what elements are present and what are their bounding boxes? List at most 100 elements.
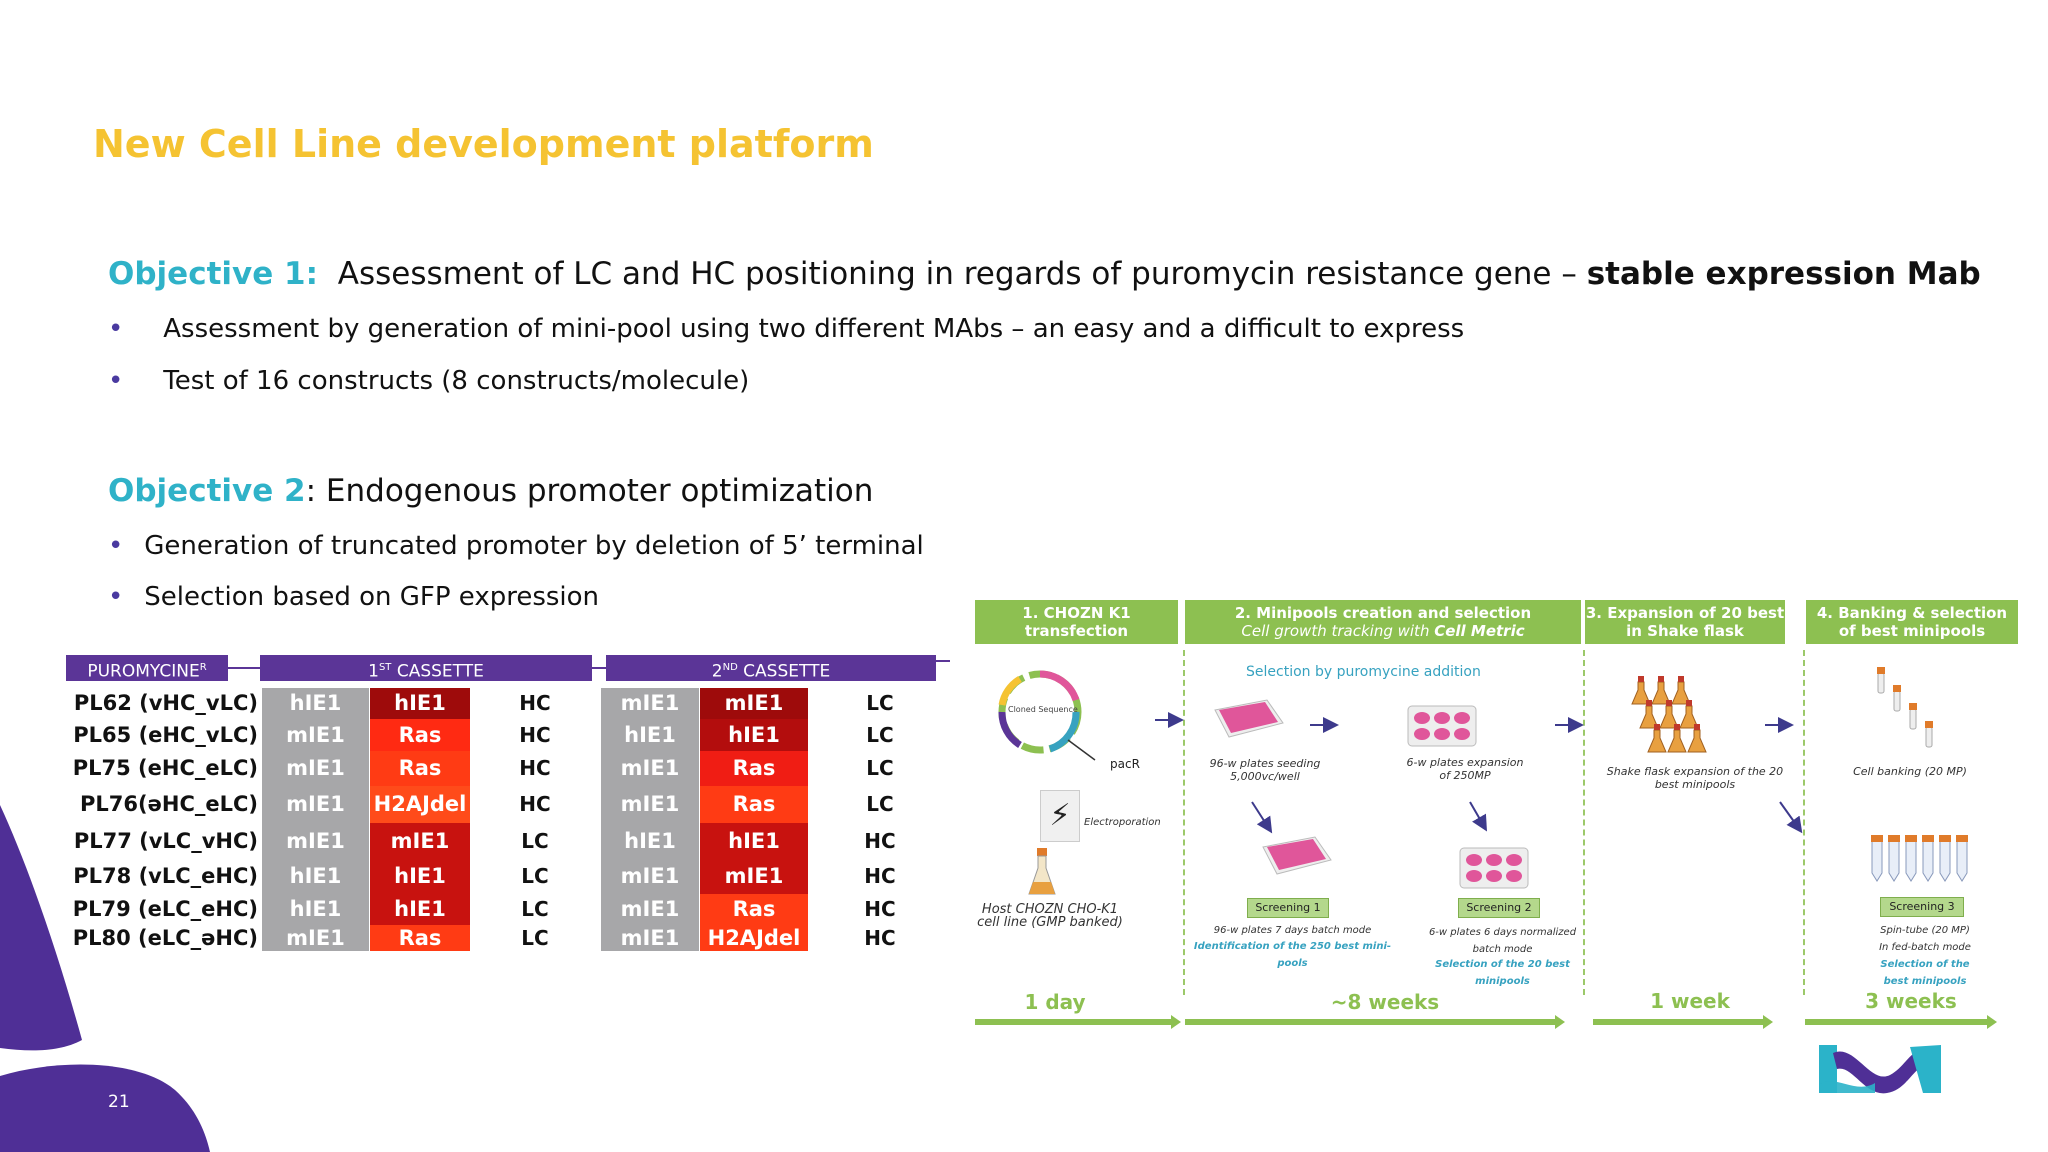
- screening-2-badge: Screening 2: [1458, 898, 1540, 918]
- cassette-1-text: CASSETTE: [391, 661, 484, 682]
- bullet-text: Assessment by generation of mini-pool us…: [163, 314, 1465, 344]
- selection-note: Selection by puromycine addition: [1246, 664, 1481, 680]
- screening-2-result-line-2: minipools: [1475, 976, 1530, 987]
- cassette-2-promoter-a: mIE1: [601, 925, 699, 951]
- screening-3-badge: Screening 3: [1880, 897, 1964, 917]
- host-cell-line: Host CHOZN CHO-K1 cell line (GMP banked): [965, 903, 1135, 929]
- cassette-1-chain: HC: [519, 756, 551, 780]
- cassette-2-chain: LC: [866, 756, 894, 780]
- cassette-1-promoter-a: mIE1: [262, 786, 369, 823]
- screening-1-badge: Screening 1: [1247, 898, 1329, 918]
- cassette-2-chain: HC: [864, 897, 896, 921]
- screening-2-result-line-1: Selection of the 20 best: [1435, 959, 1570, 970]
- cassette-2-chain: HC: [864, 926, 896, 950]
- cassette-2-promoter-b: Ras: [700, 894, 808, 925]
- objective-2-label: Objective 2: [108, 473, 306, 509]
- cassette-2-sup: ND: [722, 662, 738, 673]
- 96-well-plate-icon: [1262, 836, 1332, 875]
- cassette-1-sup: ST: [378, 662, 392, 673]
- screening-1-result: Identification of the 250 best mini- poo…: [1190, 938, 1395, 972]
- screening-3-result-line-1: Selection of the: [1880, 959, 1970, 970]
- cassette-1-num: 1: [368, 661, 379, 682]
- cassette-2-text: CASSETTE: [737, 661, 831, 682]
- objective-1-bullet-2: • Test of 16 constructs (8 constructs/mo…: [108, 366, 750, 396]
- step-4-title: 4. Banking & selection: [1816, 604, 2008, 622]
- screening-1-desc: 96-w plates 7 days batch mode: [1213, 925, 1372, 936]
- cassette-1-chain: HC: [519, 792, 551, 816]
- timeline-arrows: [975, 1015, 1997, 1029]
- cassette-2-chain: LC: [866, 691, 894, 715]
- step-2-subtitle-bold: Cell Metric: [1434, 622, 1525, 640]
- objective-1-text: Assessment of LC and HC positioning in r…: [337, 256, 1577, 292]
- screening-2-desc: 6-w plates 6 days normalized batch mode: [1405, 924, 1600, 958]
- step-2-title: 2. Minipools creation and selection: [1234, 604, 1532, 622]
- cassette-2-promoter-b: H2AJdel: [700, 925, 808, 951]
- screening-2-desc-line-1: 6-w plates 6 days normalized: [1428, 927, 1577, 938]
- screening-2-desc-line-2: batch mode: [1472, 944, 1533, 955]
- 96-well-plate-icon: [1214, 699, 1284, 738]
- cassette-2-promoter-a: hIE1: [601, 823, 699, 859]
- screening-1-result-line-1: Identification of the 250 best mini-: [1193, 941, 1392, 952]
- shake-flask-note: Shake flask expansion of the 20 best min…: [1600, 765, 1790, 791]
- cassette-2-promoter-b: mIE1: [700, 688, 808, 719]
- cassette-2-promoter-a: mIE1: [601, 894, 699, 925]
- shake-flasks-icon: [1631, 676, 1707, 753]
- objective-2-bullet-2: • Selection based on GFP expression: [108, 582, 600, 612]
- cassette-1-promoter-a: mIE1: [262, 719, 369, 751]
- cassette-1-promoter-b: Ras: [370, 925, 470, 951]
- plasmid-icon: [998, 670, 1096, 761]
- brand-logo: [1819, 1045, 1941, 1094]
- cassette-2-promoter-a: hIE1: [601, 719, 699, 751]
- step-4-header: 4. Banking & selection of best minipools: [1806, 600, 2018, 644]
- 6-well-plate-icon: [1407, 705, 1477, 747]
- screening-3-result: Selection of the best minipools: [1845, 956, 2005, 990]
- construct-name: PL80 (eLC_əHC): [72, 926, 258, 950]
- objective-1-heading: Objective 1: Assessment of LC and HC pos…: [108, 256, 1981, 292]
- cassette-2-chain: LC: [866, 792, 894, 816]
- cassette-1-promoter-a: hIE1: [262, 894, 369, 925]
- duration-step-3: 1 week: [1650, 989, 1730, 1013]
- cassette-2-promoter-a: mIE1: [601, 751, 699, 786]
- cassette-1-chain: LC: [521, 864, 549, 888]
- shake-line-1: Shake flask expansion of the 20: [1606, 765, 1784, 778]
- separator: [1803, 650, 1805, 995]
- cassette-1-promoter-b: H2AJdel: [370, 786, 470, 823]
- plates6-line-2: of 250MP: [1439, 769, 1491, 782]
- construct-name: PL65 (eHC_vLC): [73, 723, 258, 747]
- construct-name: PL79 (eLC_eHC): [72, 897, 258, 921]
- cassette-1-chain: LC: [521, 897, 549, 921]
- bullet-text: Generation of truncated promoter by dele…: [144, 531, 924, 561]
- cassette-1-header: 1ST CASSETTE: [260, 655, 592, 682]
- lightning-icon: ⚡: [1040, 790, 1080, 842]
- plates96-line-1: 96-w plates seeding: [1209, 757, 1321, 770]
- cassette-1-promoter-b: mIE1: [370, 823, 470, 859]
- flask-icon: [1028, 848, 1056, 895]
- shake-line-2: best minipools: [1654, 778, 1736, 791]
- cassette-1-chain: LC: [521, 829, 549, 853]
- duration-step-4: 3 weeks: [1865, 989, 1957, 1013]
- cassette-1-promoter-b: hIE1: [370, 894, 470, 925]
- cassette-2-header: 2ND CASSETTE: [606, 655, 936, 682]
- duration-step-2: ~8 weeks: [1330, 990, 1440, 1014]
- 6-well-plates-note: 6-w plates expansion of 250MP: [1395, 756, 1535, 782]
- 96-well-plates-note: 96-w plates seeding 5,000vc/well: [1195, 757, 1335, 783]
- screening-2-result: Selection of the 20 best minipools: [1405, 956, 1600, 990]
- step-2-subtitle: Cell growth tracking with: [1241, 622, 1435, 640]
- bullet-text: Test of 16 constructs (8 constructs/mole…: [163, 366, 750, 396]
- cassette-1-chain: HC: [519, 691, 551, 715]
- construct-name: PL78 (vLC_eHC): [73, 864, 258, 888]
- cassette-2-promoter-a: mIE1: [601, 859, 699, 894]
- header-connector: [592, 667, 606, 669]
- cassette-1-promoter-a: mIE1: [262, 751, 369, 786]
- cassette-1-promoter-a: hIE1: [262, 859, 369, 894]
- objective-2-heading: Objective 2: Endogenous promoter optimiz…: [108, 473, 873, 509]
- puromycine-header-sup: R: [199, 662, 207, 673]
- cassette-2-chain: HC: [864, 864, 896, 888]
- 6-well-plate-icon: [1459, 847, 1529, 889]
- electroporation-label: Electroporation: [1084, 817, 1161, 828]
- plates96-line-2: 5,000vc/well: [1230, 770, 1300, 783]
- cassette-2-promoter-b: Ras: [700, 751, 808, 786]
- cassette-2-promoter-a: mIE1: [601, 786, 699, 823]
- construct-name: PL76(əHC_eLC): [80, 792, 258, 816]
- puromycine-header-text: PUROMYCINE: [87, 661, 200, 682]
